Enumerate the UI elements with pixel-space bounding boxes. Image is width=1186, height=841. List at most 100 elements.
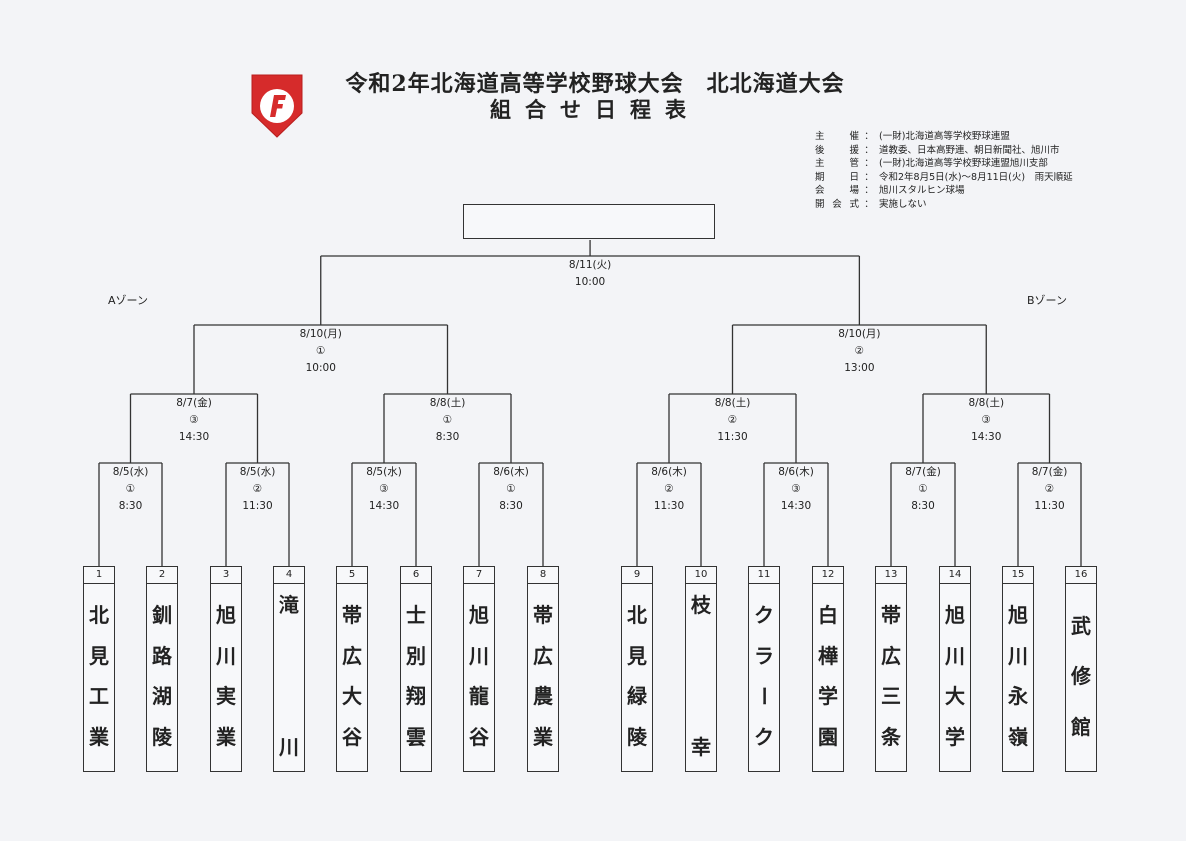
match-number: ① [442,414,453,426]
match-date: 8/10(月) [838,328,881,340]
match-date: 8/6(木) [778,466,814,478]
team-name: 帯広農業 [533,603,553,749]
match-date: 8/7(金) [176,397,212,409]
info-label: 期日 [815,171,859,183]
team-name: 武修館 [1071,613,1091,739]
match-time: 8:30 [435,431,460,443]
info-value: 令和2年8月5日(水)〜8月11日(火) 雨天順延 [879,171,1073,183]
team-number: 12 [813,567,843,584]
match-number: ② [854,345,865,357]
info-separator: ： [864,185,874,196]
match-number: ② [727,414,738,426]
info-separator: ： [864,144,874,156]
team-number: 2 [147,567,177,584]
team-number: 10 [686,567,716,584]
match-time: 10:00 [305,362,336,374]
info-separator: ： [864,171,874,183]
team-box: 5 帯広大谷 [336,566,368,772]
team-number: 16 [1066,567,1096,584]
info-label: 開会式 [815,198,859,210]
info-value: 実施しない [879,198,927,210]
team-name: 旭川実業 [216,603,236,749]
info-row: 会場：旭川スタルヒン球場 [815,184,1073,198]
match-number: ② [252,483,263,495]
team-number: 7 [464,567,494,584]
team-number: 3 [211,567,241,584]
match-date: 8/5(水) [112,466,149,478]
page-subtitle: 組合せ日程表 [490,97,700,122]
team-number: 8 [528,567,558,584]
match-time: 11:30 [653,500,685,512]
info-value: (一財)北海道高等学校野球連盟旭川支部 [879,158,1048,169]
match-number: ② [664,483,674,495]
info-label: 主催 [815,131,859,142]
final-match-label: 8/11(火)10:00 [550,257,630,291]
match-number: ② [1044,483,1055,495]
team-box: 8 帯広農業 [527,566,559,772]
round1-match-label: 8/7(金) ① 8:30 [883,464,963,515]
team-name: 旭川大学 [945,603,965,749]
team-name: 帯広大谷 [342,603,362,749]
info-label: 後援 [815,144,859,156]
team-number: 15 [1003,567,1033,584]
team-name: 士別翔雲 [406,603,426,749]
match-time: 14:30 [971,431,1002,443]
team-name: 白樺学園 [818,603,838,749]
team-number: 11 [749,567,779,584]
info-row: 開会式：実施しない [815,198,1073,212]
team-number: 14 [940,567,970,584]
zone-b-label: Bゾーン [1027,294,1067,307]
info-separator: ： [864,158,874,169]
match-date: 8/5(水) [239,466,276,478]
team-name: 北見緑陵 [627,603,647,749]
team-number: 5 [337,567,367,584]
match-time: 8:30 [911,500,935,512]
match-time: 14:30 [368,500,400,512]
match-date: 8/6(木) [493,466,529,478]
info-row: 後援：道教委、日本高野連、朝日新聞社、旭川市 [815,144,1073,158]
page-title: 令和2年北海道高等学校野球大会 北北海道大会 [345,71,845,97]
match-date: 8/8(土) [968,397,1005,409]
match-date: 8/8(土) [429,397,466,409]
match-number: ③ [379,483,389,495]
match-number: ③ [189,414,199,426]
match-number: ① [316,345,326,357]
info-row: 主催：(一財)北海道高等学校野球連盟 [815,130,1073,144]
match-time: 14:30 [780,500,812,512]
team-box: 3 旭川実業 [210,566,242,772]
match-number: ① [125,483,136,495]
match-time: 11:30 [717,431,748,443]
team-number: 1 [84,567,114,584]
team-box: 14 旭川大学 [939,566,971,772]
info-label: 会場 [815,185,859,196]
champion-box [463,204,715,239]
info-row: 期日 ： 令和2年8月5日(水)〜8月11日(火) 雨天順延 [815,171,1073,185]
match-time: 11:30 [1034,500,1065,512]
match-number: ① [918,483,928,495]
team-name: 枝幸 [691,593,711,759]
match-date: 8/11(火) [568,259,612,271]
team-box: 16 武修館 [1065,566,1097,772]
team-box: 4 滝川 [273,566,305,772]
info-label: 主管 [815,158,859,169]
team-box: 12 白樺学園 [812,566,844,772]
team-name: 滝川 [279,593,299,759]
team-number: 4 [274,567,304,584]
match-date: 8/7(金) [905,466,941,478]
info-value: (一財)北海道高等学校野球連盟 [879,131,1010,142]
